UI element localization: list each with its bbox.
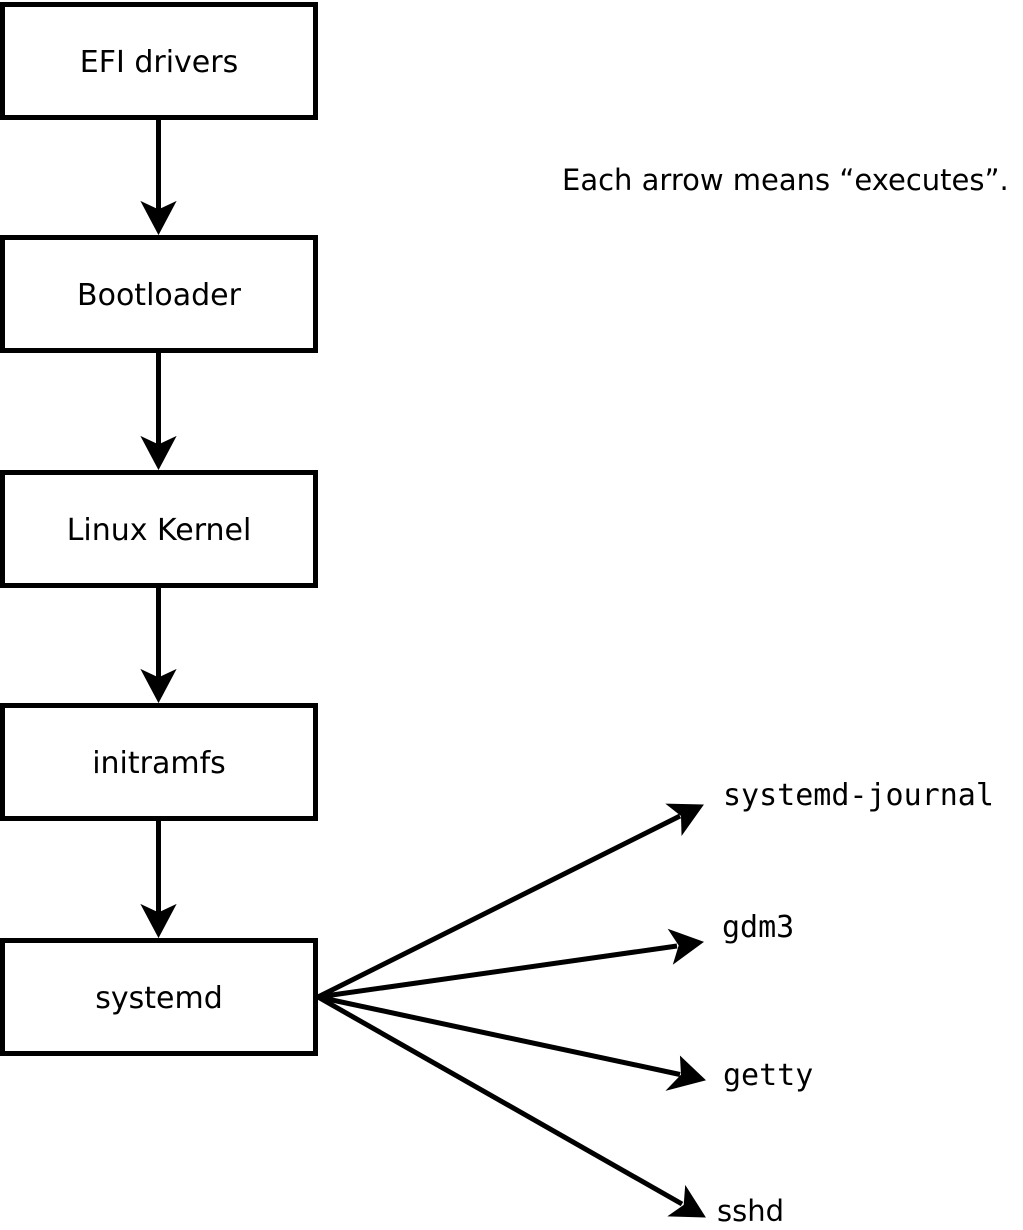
process-label-sshd: sshd [717, 1194, 784, 1228]
arrowhead-down-icon [140, 668, 177, 704]
flow-node-label: systemd [95, 981, 223, 1016]
edge-initramfs-to-systemd [140, 821, 177, 939]
edge-systemd-to-gdm3 [317, 928, 705, 1000]
edge-bootloader-to-linux-kernel [140, 353, 177, 471]
flow-node-bootloader: Bootloader [0, 235, 318, 353]
arrowhead-down-icon [140, 435, 177, 471]
arrowhead-down-icon [140, 200, 177, 236]
flow-node-label: initramfs [92, 746, 226, 781]
arrowhead-icon [667, 928, 705, 965]
flow-node-box [0, 470, 318, 588]
edge-linux-kernel-to-initramfs [140, 588, 177, 704]
flow-node-label: Bootloader [77, 278, 242, 313]
flow-node-box [0, 2, 318, 120]
flow-node-box [0, 703, 318, 821]
edge-line [317, 994, 681, 1077]
flow-node-label: EFI drivers [80, 45, 238, 80]
flow-node-initramfs: initramfs [0, 703, 318, 821]
edge-systemd-to-systemd-journal [316, 803, 704, 1000]
flow-node-label: Linux Kernel [67, 513, 252, 548]
flow-node-systemd: systemd [0, 938, 318, 1056]
edge-systemd-to-getty [317, 994, 706, 1091]
flow-node-box [0, 235, 318, 353]
flow-node-box [0, 938, 318, 1056]
edge-systemd-to-sshd [316, 994, 706, 1218]
arrowhead-icon [667, 1184, 706, 1218]
process-label-systemd-journal: systemd-journal [723, 778, 994, 813]
legend-note: Each arrow means “executes”. [562, 163, 1009, 197]
edge-efi-drivers-to-bootloader [140, 120, 177, 236]
arrowhead-icon [665, 1055, 706, 1091]
flow-node-linux-kernel: Linux Kernel [0, 470, 318, 588]
edge-line [317, 943, 678, 1000]
process-label-gdm3: gdm3 [722, 910, 794, 945]
process-label-getty: getty [723, 1058, 813, 1093]
arrowhead-icon [665, 803, 704, 837]
edge-line [316, 813, 682, 1000]
flow-node-efi-drivers: EFI drivers [0, 2, 318, 120]
arrowhead-down-icon [140, 903, 177, 939]
edge-line [316, 994, 684, 1207]
